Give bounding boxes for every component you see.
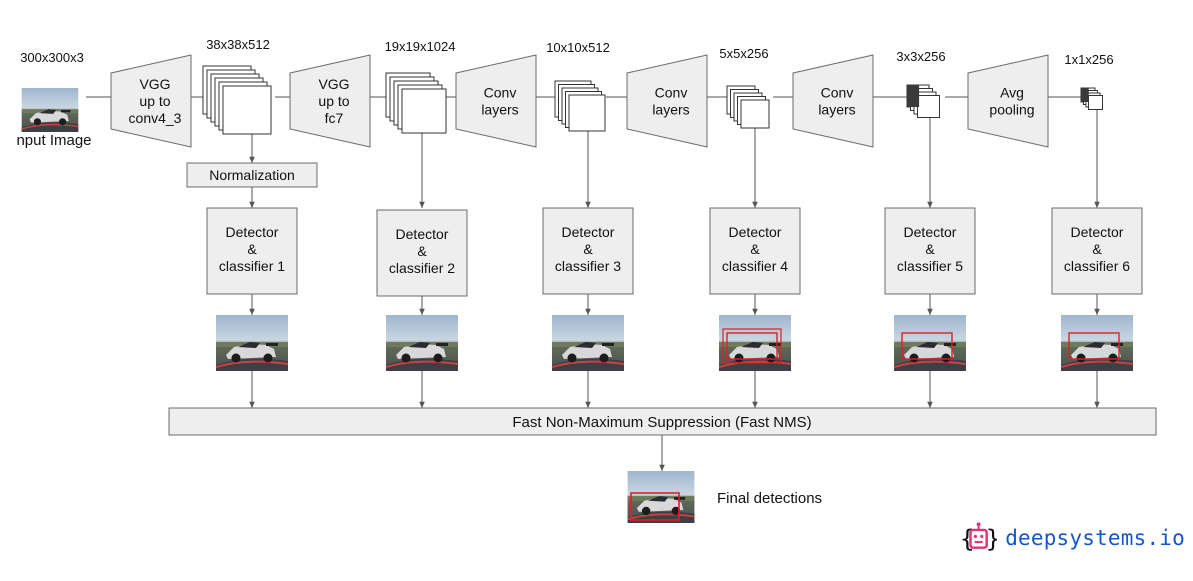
detection-box: [901, 332, 953, 360]
backbone-label-line: fc7: [325, 110, 344, 126]
detector-label-line: Detector: [729, 224, 782, 240]
detection-thumbnails: [216, 315, 1133, 371]
final-detections-label: Final detections: [717, 490, 822, 507]
detection-box: [1068, 332, 1120, 360]
svg-text:}: }: [986, 524, 997, 553]
feature-maps: 38x38x512 19x19x1024 10x10x512 5x5x256 3x3x2…: [202, 37, 1114, 135]
input-caption: nput Image: [16, 132, 91, 149]
detection-thumbnail-6: [1061, 315, 1133, 371]
detector-label-line: classifier 2: [389, 260, 455, 276]
backbone-label-line: layers: [481, 102, 518, 118]
detection-thumbnail-2: [386, 315, 458, 371]
detector-label-line: &: [417, 243, 427, 259]
detector-label-line: Detector: [904, 224, 957, 240]
normalization-label: Normalization: [209, 167, 295, 183]
detection-thumbnail-1: [216, 315, 288, 371]
feature-map-layer: [740, 99, 770, 129]
feature-map-stack-5: 3x3x256: [896, 49, 946, 118]
detector-label-line: &: [925, 241, 935, 257]
backbone-label-line: VGG: [318, 76, 349, 92]
brand-watermark: { } deepsystems.io: [960, 515, 1185, 561]
detector-block-4: Detector&classifier 4: [709, 207, 801, 295]
detector-block-3: Detector&classifier 3: [542, 207, 634, 295]
normalization-block: Normalization: [186, 162, 318, 188]
detection-thumbnail-5: [894, 315, 966, 371]
feature-map-shade: [907, 85, 920, 107]
detector-label-line: &: [1092, 241, 1102, 257]
detector-label-line: classifier 3: [555, 258, 621, 274]
backbone-label-line: up to: [139, 93, 170, 109]
detector-block-6: Detector&classifier 6: [1051, 207, 1143, 295]
detector-block-2: Detector&classifier 2: [376, 209, 468, 297]
feature-map-stack-6: 1x1x256: [1064, 52, 1114, 110]
feature-map-layer: [222, 85, 272, 135]
feature-map-layer: [568, 94, 606, 132]
detector-label-line: &: [247, 241, 257, 257]
detector-label-line: classifier 6: [1064, 258, 1130, 274]
backbone-label-line: Conv: [655, 85, 688, 101]
detector-label-line: Detector: [226, 224, 279, 240]
connector-lines: [86, 96, 1100, 471]
final-detection-image: [626, 471, 696, 523]
detector-block-1: Detector&classifier 1: [206, 207, 298, 295]
robot-logo-icon: { }: [960, 522, 997, 553]
backbone-label-line: layers: [652, 102, 689, 118]
detection-box: [726, 332, 778, 360]
detection-thumbnail-3: [552, 315, 624, 371]
feature-map-layer: [917, 95, 940, 118]
detector-label-line: classifier 4: [722, 258, 788, 274]
backbone-label-line: Avg: [1000, 85, 1024, 101]
feature-map-dims-label: 1x1x256: [1064, 52, 1113, 67]
feature-map-stack-4: 5x5x256: [719, 46, 770, 129]
backbone-label-line: up to: [318, 93, 349, 109]
detector-label-line: classifier 1: [219, 258, 285, 274]
feature-map-dims-label: 5x5x256: [719, 46, 768, 61]
detector-label-line: &: [583, 241, 593, 257]
backbone-label-line: conv4_3: [129, 110, 182, 126]
feature-map-stack-2: 19x19x1024: [385, 39, 456, 134]
nms-block: Fast Non-Maximum Suppression (Fast NMS): [168, 407, 1157, 436]
feature-map-layer: [1088, 95, 1103, 110]
backbone-label-line: Conv: [821, 85, 854, 101]
detector-label-line: classifier 5: [897, 258, 963, 274]
input-dims-label: 300x300x3: [20, 50, 84, 65]
backbone-label-line: layers: [818, 102, 855, 118]
input-image: [20, 88, 80, 132]
backbone-label-line: VGG: [139, 76, 170, 92]
feature-map-dims-label: 10x10x512: [546, 40, 610, 55]
detector-label-line: &: [750, 241, 760, 257]
nms-label: Fast Non-Maximum Suppression (Fast NMS): [512, 414, 811, 431]
backbone-label-line: Conv: [484, 85, 517, 101]
detector-label-line: Detector: [396, 226, 449, 242]
brand-name: deepsystems.io: [1005, 526, 1185, 550]
detector-block-5: Detector&classifier 5: [884, 207, 976, 295]
feature-map-stack-3: 10x10x512: [546, 40, 610, 132]
detector-label-line: Detector: [562, 224, 615, 240]
feature-map-stack-1: 38x38x512: [202, 37, 272, 135]
detection-thumbnail-4: [719, 315, 791, 371]
feature-map-dims-label: 3x3x256: [896, 49, 945, 64]
feature-map-dims-label: 38x38x512: [206, 37, 270, 52]
feature-map-shade: [1081, 88, 1089, 102]
feature-map-layer: [401, 88, 447, 134]
feature-map-dims-label: 19x19x1024: [385, 39, 456, 54]
backbone-label-line: pooling: [989, 102, 1034, 118]
detection-box: [722, 328, 782, 364]
detector-label-line: Detector: [1071, 224, 1124, 240]
detector-blocks: Detector&classifier 1Detector&classifier…: [206, 207, 1143, 297]
